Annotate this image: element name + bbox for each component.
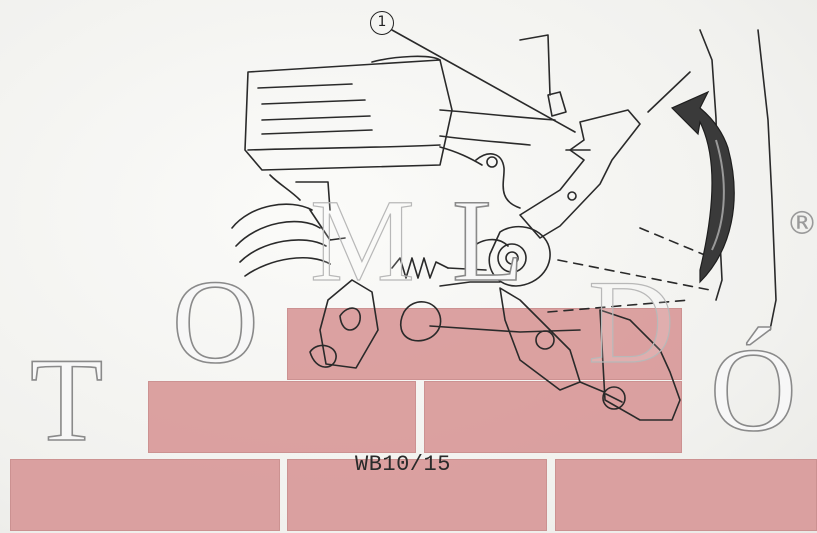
watermark-letter: O	[171, 255, 259, 388]
watermark-letter: T	[29, 333, 104, 466]
brick	[555, 459, 817, 531]
callout-number: 1	[370, 11, 394, 35]
cooling-fins	[231, 174, 346, 277]
registered-mark: ®	[786, 204, 817, 242]
brick	[424, 381, 682, 453]
governor-spring	[391, 257, 501, 287]
brick	[10, 459, 280, 531]
linkage-rod	[391, 29, 576, 209]
housing-edge	[547, 29, 777, 331]
brick	[287, 459, 547, 531]
watermark-letter: D	[587, 255, 675, 388]
watermark-letter: M	[309, 175, 415, 306]
figure-caption: WB10/15	[355, 452, 451, 477]
throttle-lever	[469, 109, 641, 287]
watermark-letter: L	[451, 175, 525, 306]
brick	[148, 381, 416, 453]
bracket-plate	[309, 279, 681, 421]
watermark-letter: Ó	[709, 323, 797, 456]
engine-block	[244, 34, 567, 171]
rotation-arrow	[670, 90, 735, 284]
